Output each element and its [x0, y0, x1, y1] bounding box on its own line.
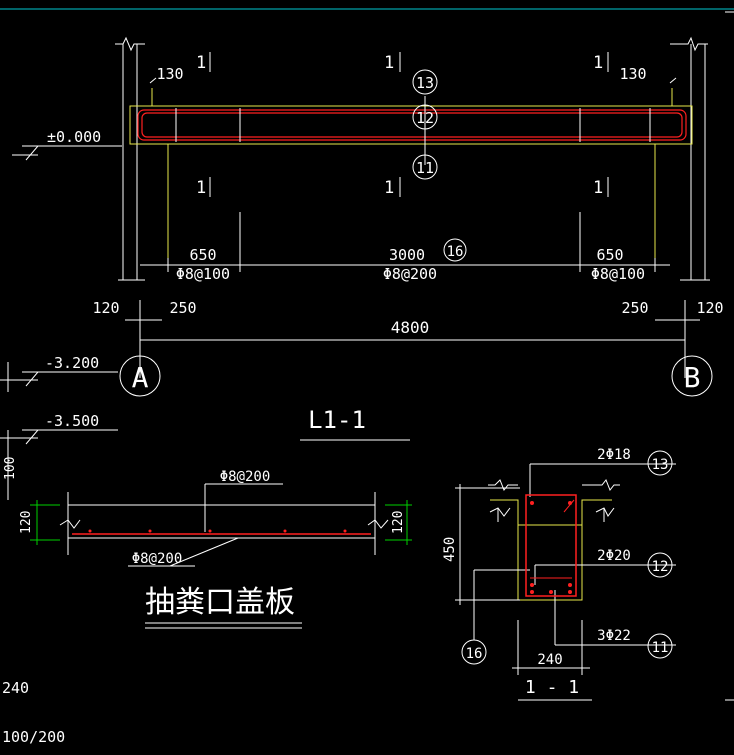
- bubble-13: 13: [416, 74, 434, 92]
- cut-mark: 1: [593, 53, 603, 73]
- seg-right: 650: [596, 246, 623, 264]
- bubble-11: 11: [416, 159, 434, 177]
- level-l1: -3.200: [45, 354, 99, 372]
- section-top-bar: 2Φ18: [597, 447, 631, 463]
- section-bot-bar1: 2Φ20: [597, 548, 631, 564]
- slab-cover: Φ8@200 Φ8@200 120 120 抽粪口盖板: [19, 469, 412, 629]
- section-bubble-12: 12: [652, 559, 669, 575]
- section-bubble-13: 13: [652, 457, 669, 473]
- bubble-16: 16: [447, 244, 464, 260]
- section-title-1-1: 1 - 1: [525, 677, 579, 698]
- section-height: 450: [442, 537, 458, 562]
- dim-120-left: 120: [92, 299, 119, 317]
- section-bubble-11: 11: [652, 640, 669, 656]
- cut-mark: 1: [196, 53, 206, 73]
- dim-250-left: 250: [169, 299, 196, 317]
- total-length: 4800: [391, 318, 430, 337]
- bar-mid: Φ8@200: [383, 265, 437, 283]
- section-bot-bar2: 3Φ22: [597, 628, 631, 644]
- dim-250-right: 250: [621, 299, 648, 317]
- cut-mark: 1: [196, 178, 206, 198]
- bubble-12: 12: [416, 109, 434, 127]
- section-width: 240: [537, 652, 562, 668]
- axis-b: B: [684, 361, 701, 394]
- level-l2: -3.500: [45, 412, 99, 430]
- side-100-200: 100/200: [2, 728, 65, 746]
- dim-120-right: 120: [696, 299, 723, 317]
- cut-mark: 1: [384, 53, 394, 73]
- slab-thick-left: 120: [19, 511, 34, 534]
- side-240: 240: [2, 679, 29, 697]
- level-zero: ±0.000: [47, 128, 101, 146]
- cut-mark: 1: [593, 178, 603, 198]
- slab-thick-right: 120: [391, 511, 406, 534]
- section-title: L1-1: [308, 406, 366, 434]
- beam-section: 2Φ18 2Φ20 3Φ22 13 12 11 16 450 240 1 - 1: [442, 447, 676, 701]
- cut-mark: 1: [384, 178, 394, 198]
- dim-130-left: 130: [156, 65, 183, 83]
- slab-title: 抽粪口盖板: [145, 585, 295, 620]
- slab-bot-bar: Φ8@200: [132, 551, 183, 567]
- bar-right: Φ8@100: [591, 265, 645, 283]
- side-100: 100: [3, 457, 18, 480]
- slab-top-bar: Φ8@200: [220, 469, 271, 485]
- seg-mid: 3000: [389, 246, 425, 264]
- section-bubble-16: 16: [466, 646, 483, 662]
- beam-elevation: 1 1 1 1 1 1 130 130 13 12 11 16: [12, 36, 724, 397]
- bar-left: Φ8@100: [176, 265, 230, 283]
- seg-left: 650: [189, 246, 216, 264]
- dim-130-right: 130: [619, 65, 646, 83]
- axis-a: A: [132, 361, 149, 394]
- level-marks: -3.200 -3.500 100 240 100/200: [0, 354, 118, 746]
